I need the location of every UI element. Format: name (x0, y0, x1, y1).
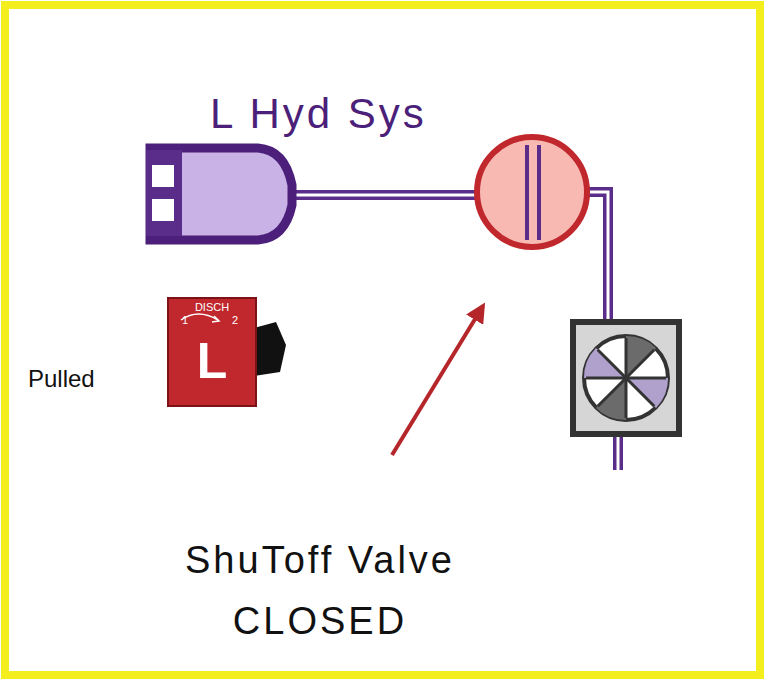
handle-marking: 2 (228, 315, 242, 326)
shutoff-valve-symbol (477, 137, 587, 247)
pointer-arrow (392, 306, 483, 455)
handle-letter: L (168, 336, 256, 386)
handle-state-note: Pulled (28, 360, 95, 398)
fire-handle: DISCH 1 2L (168, 298, 256, 406)
wheel-spoke (598, 350, 655, 407)
fire-handle-symbol (168, 298, 286, 406)
handle-marking: 1 (178, 315, 192, 326)
frame-border (5, 5, 760, 675)
valve-state-note: ShuToff Valve CLOSED (110, 530, 530, 652)
pump-symbol (573, 322, 679, 434)
system-title: L Hyd Sys (210, 80, 427, 147)
reservoir-symbol (146, 148, 292, 240)
handle-marking: DISCH (168, 302, 256, 313)
